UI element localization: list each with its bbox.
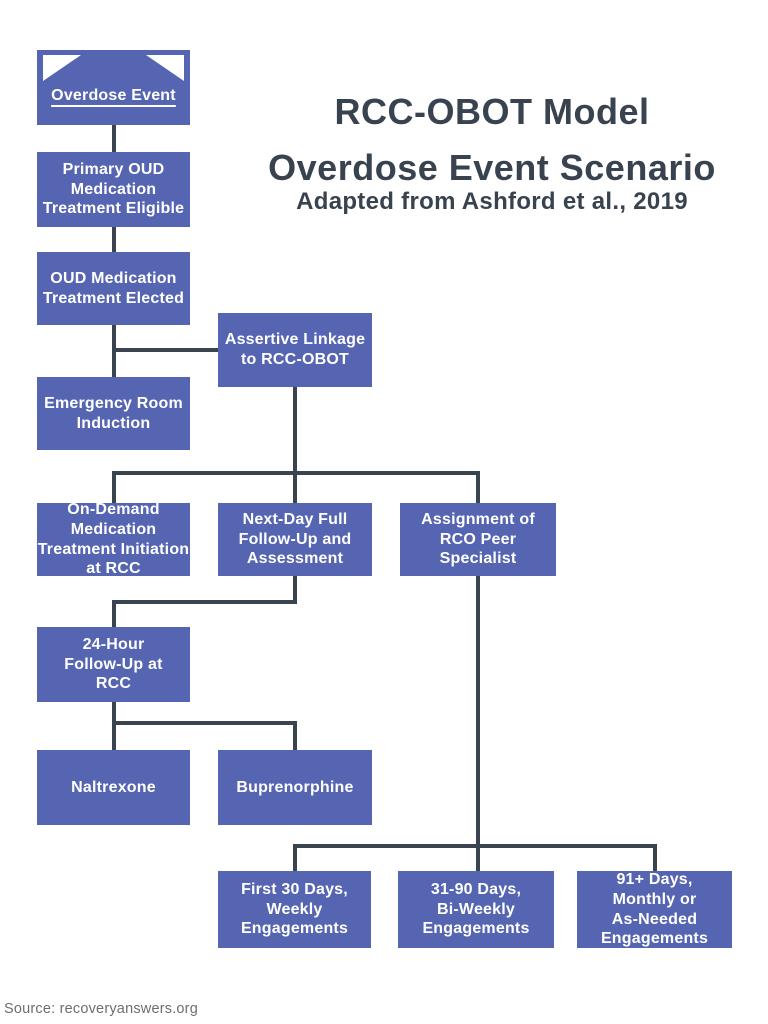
node-er-induction: Emergency Room Induction <box>37 377 190 450</box>
connector-overdose-primary <box>112 125 116 152</box>
node-first-30-days: First 30 Days, Weekly Engagements <box>218 871 371 948</box>
node-label: 91+ Days, Monthly or As-Needed Engagemen… <box>600 871 709 948</box>
node-label: 24-Hour Follow-Up at RCC <box>64 636 163 693</box>
node-label: Naltrexone <box>71 778 156 796</box>
connector-stub-buprenorphine <box>293 721 297 750</box>
node-label: OUD Medication Treatment Elected <box>42 269 185 307</box>
page-subtitle: Adapted from Ashford et al., 2019 <box>296 188 688 215</box>
node-primary-oud-eligible: Primary OUD Medication Treatment Eligibl… <box>37 152 190 227</box>
connector-stub-91-plus <box>653 844 657 871</box>
node-buprenorphine: Buprenorphine <box>218 750 372 825</box>
connector-elected-assertive-linkage <box>113 348 218 352</box>
node-naltrexone: Naltrexone <box>37 750 190 825</box>
node-label: Next-Day Full Follow-Up and Assessment <box>238 511 352 568</box>
node-31-90-days: 31-90 Days, Bi-Weekly Engagements <box>398 871 554 948</box>
connector-nextday-down <box>293 576 297 604</box>
node-24hr-followup: 24-Hour Follow-Up at RCC <box>37 627 190 702</box>
connector-24hr-down <box>112 702 116 750</box>
node-label: Assignment of RCO Peer Specialist <box>421 511 535 568</box>
node-label: Primary OUD Medication Treatment Eligibl… <box>42 161 185 218</box>
node-label: Assertive Linkage to RCC-OBOT <box>224 331 366 368</box>
connector-meds-distributor <box>112 721 297 725</box>
node-label: Buprenorphine <box>236 778 354 796</box>
node-rco-peer-assignment: Assignment of RCO Peer Specialist <box>400 503 556 576</box>
node-label: Overdose Event <box>51 86 176 104</box>
node-label: First 30 Days, Weekly Engagements <box>240 881 349 938</box>
connector-assertive-down <box>293 387 297 503</box>
node-label: On-Demand Medication Treatment Initiatio… <box>37 501 190 578</box>
node-label: Emergency Room Induction <box>44 394 183 432</box>
connector-stub-24hr <box>112 600 116 627</box>
connector-row3-distributor <box>112 471 480 475</box>
node-on-demand-initiation: On-Demand Medication Treatment Initiatio… <box>37 501 190 578</box>
connector-stub-on-demand <box>112 471 116 503</box>
node-oud-treatment-elected: OUD Medication Treatment Elected <box>37 252 190 325</box>
page-title: RCC-OBOT Model Overdose Event Scenario <box>268 91 716 188</box>
corner-triangle-right <box>146 55 184 81</box>
connector-stub-first-30 <box>293 844 297 871</box>
connector-stub-rco-peer <box>476 471 480 503</box>
source-caption: Source: recoveryanswers.org <box>4 1001 198 1017</box>
node-assertive-linkage: Assertive Linkage to RCC-OBOT <box>218 313 372 387</box>
connector-primary-elected <box>112 227 116 252</box>
connector-rco-peer-down <box>476 576 480 871</box>
node-91-plus-days: 91+ Days, Monthly or As-Needed Engagemen… <box>577 871 732 948</box>
node-label: 31-90 Days, Bi-Weekly Engagements <box>422 881 530 938</box>
corner-triangle-left <box>43 55 81 81</box>
node-overdose-event: Overdose Event <box>37 50 190 125</box>
connector-engagement-distributor <box>293 844 657 848</box>
node-next-day-followup: Next-Day Full Follow-Up and Assessment <box>218 503 372 576</box>
connector-nextday-to-24hr <box>112 600 297 604</box>
